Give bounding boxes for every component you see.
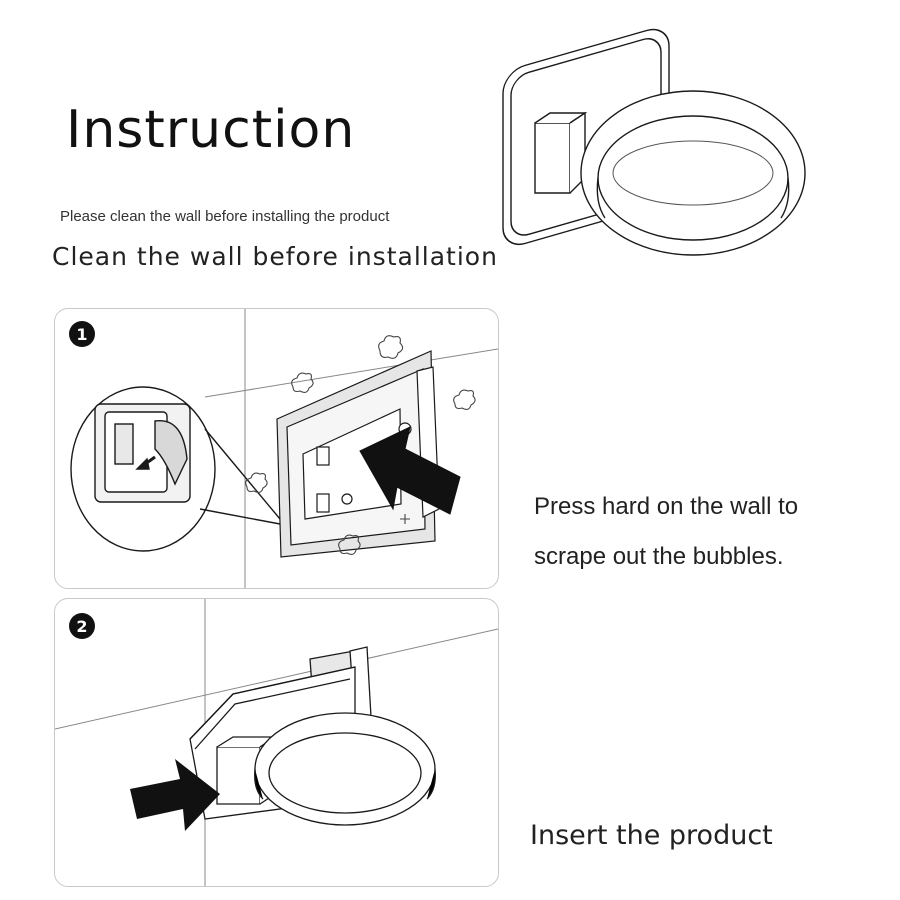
step-1-text-line2: scrape out the bubbles.: [534, 543, 784, 570]
step-1-panel: 1: [54, 308, 499, 589]
push-arrow-icon: [130, 759, 220, 831]
page-title: Instruction: [66, 100, 356, 160]
subtitle-small: Please clean the wall before installing …: [60, 208, 390, 225]
step-1-illustration: [70, 309, 498, 588]
step-1-text: Press hard on the wall to scrape out the…: [534, 482, 874, 582]
subtitle-large: Clean the wall before installation: [52, 242, 498, 271]
step-2-badge: 2: [69, 613, 95, 639]
step-1-text-line1: Press hard on the wall to: [534, 493, 799, 520]
step-2-text: Insert the product: [530, 820, 773, 851]
hair-dryer-holder-icon: [502, 28, 806, 256]
step-1-badge: 1: [69, 321, 95, 347]
step-2-illustration: [55, 599, 498, 886]
push-arrow-icon: [359, 426, 461, 515]
step-2-panel: 2: [54, 598, 499, 887]
